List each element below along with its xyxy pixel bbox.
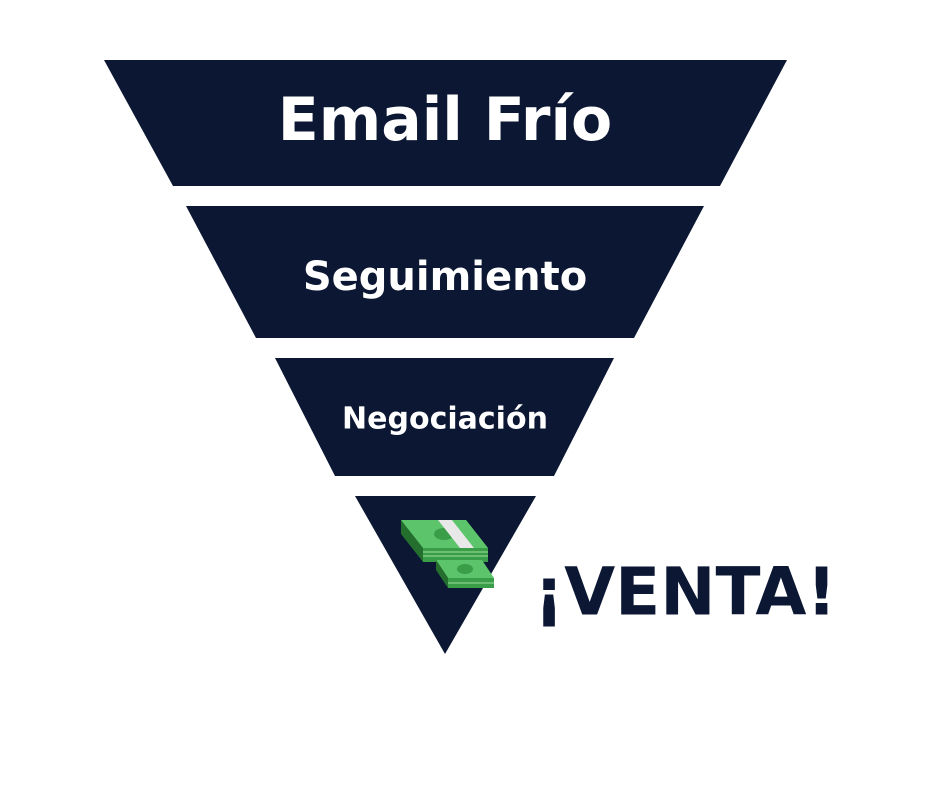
funnel-stage-shape [104, 60, 787, 186]
funnel-stage-email-frio: Email Frío [104, 60, 787, 186]
funnel-stage-shape [186, 206, 704, 338]
result-label: ¡VENTA! [534, 554, 837, 631]
funnel-stage-seguimiento: Seguimiento [186, 206, 704, 338]
funnel-stage-negociacion: Negociación [275, 358, 614, 476]
funnel-stage-label: Seguimiento [303, 254, 587, 300]
funnel-stage-label: Negociación [342, 402, 548, 437]
funnel-stage-shape [275, 358, 614, 476]
funnel-stage-label: Email Frío [278, 85, 613, 155]
cash-stack-icon [401, 520, 494, 588]
